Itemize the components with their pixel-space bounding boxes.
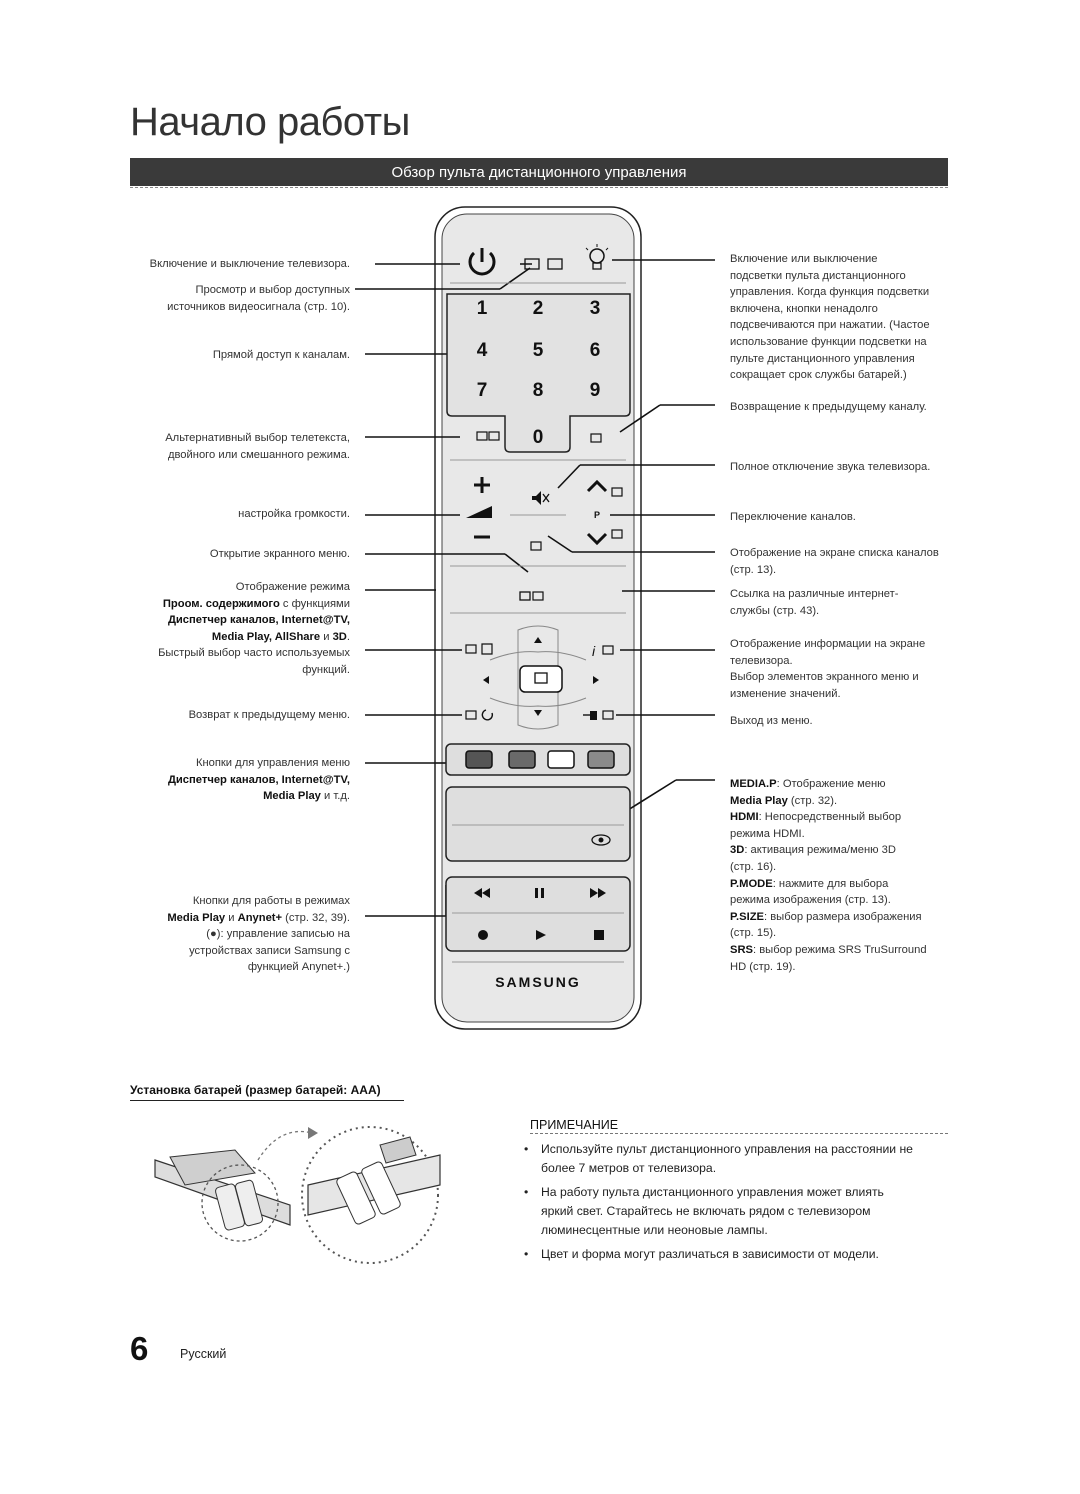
label-light: Включение или выключение подсветки пульт… (730, 253, 930, 382)
digit-2-button[interactable]: 2 (533, 298, 544, 319)
svg-text:i: i (592, 643, 596, 659)
note-item: • Используйте пульт дистанционного управ… (524, 1142, 913, 1175)
internet-small-icon (611, 487, 623, 497)
digit-1-button[interactable]: 1 (477, 298, 488, 319)
menu-icon[interactable] (530, 541, 542, 551)
color-button-c[interactable] (547, 750, 575, 769)
page-language: Русский (180, 1347, 227, 1361)
nav-left-icon[interactable] (483, 676, 489, 684)
rewind-icon[interactable] (474, 888, 490, 898)
nav-ring-lower (489, 697, 587, 707)
color-button-a[interactable] (465, 750, 493, 769)
nav-up-icon[interactable] (534, 637, 542, 643)
page-title: Начало работы (130, 100, 410, 144)
play-icon[interactable] (536, 930, 546, 940)
digit-0-button[interactable]: 0 (533, 427, 544, 448)
page-number: 6 (130, 1330, 149, 1367)
note-divider (530, 1133, 948, 1134)
label-volume: настройка громкости. (238, 508, 350, 520)
label-source: Просмотр и выбор доступных источников ви… (167, 284, 350, 313)
label-channel: Переключение каналов. (730, 511, 856, 523)
source-icon[interactable] (520, 258, 563, 270)
label-exit: Выход из меню. (730, 715, 813, 727)
label-channel-direct: Прямой доступ к каналам. (212, 349, 350, 361)
info-icon[interactable]: i (592, 643, 614, 659)
section-title: Обзор пульта дистанционного управления (130, 158, 948, 186)
color-button-b[interactable] (508, 750, 536, 769)
volume-up-icon[interactable] (474, 477, 490, 493)
label-content-mode: Отображение режима Проом. содержимого с … (158, 581, 350, 676)
digit-5-button[interactable]: 5 (533, 340, 544, 361)
digit-6-button[interactable]: 6 (590, 340, 601, 361)
label-channel-list: Отображение на экране списка каналов (ст… (730, 547, 939, 576)
chlist-small-icon[interactable] (611, 529, 623, 539)
label-internet: Ссылка на различные интернет- службы (ст… (730, 588, 899, 617)
digit-3-button[interactable]: 3 (590, 298, 601, 319)
digit-7-button[interactable]: 7 (477, 380, 488, 401)
srs-icon[interactable] (591, 834, 611, 846)
stop-icon[interactable] (594, 930, 604, 940)
remote-diagram: 1 2 3 4 5 6 7 8 9 0 P (355, 206, 715, 1030)
nav-ring (517, 625, 559, 730)
channel-up-icon[interactable] (586, 479, 608, 493)
number-pad (446, 293, 631, 453)
note-heading: ПРИМЕЧАНИЕ (530, 1118, 619, 1132)
brand-logo: SAMSUNG (495, 974, 581, 990)
light-icon[interactable] (585, 244, 609, 270)
battery-title-underline (130, 1100, 404, 1101)
digit-8-button[interactable]: 8 (533, 380, 544, 401)
digit-9-button[interactable]: 9 (590, 380, 601, 401)
prech-icon[interactable] (590, 433, 602, 443)
exit-icon[interactable] (583, 710, 614, 720)
channel-label: P (594, 510, 600, 520)
pause-icon[interactable] (535, 888, 544, 898)
label-mute: Полное отключение звука телевизора. (730, 461, 931, 473)
label-return: Возврат к предыдущему меню. (188, 709, 350, 721)
function-button-block[interactable] (445, 786, 631, 862)
label-teletext: Альтернативный выбор телетекста, двойног… (165, 432, 350, 461)
channel-down-icon[interactable] (586, 532, 608, 546)
volume-icon (466, 506, 492, 518)
enter-icon (534, 672, 548, 684)
label-prech: Возвращение к предыдущему каналу. (730, 401, 927, 413)
note-item: • На работу пульта дистанционного управл… (524, 1185, 884, 1237)
color-button-d[interactable] (587, 750, 615, 769)
label-power: Включение и выключение телевизора. (149, 258, 350, 270)
label-color-buttons: Кнопки для управления меню Диспетчер кан… (167, 757, 350, 803)
record-icon[interactable] (478, 930, 488, 940)
battery-title: Установка батарей (размер батарей: AAA) (130, 1083, 381, 1097)
mute-icon[interactable] (532, 491, 550, 505)
battery-illustration (154, 1126, 441, 1264)
label-info: Отображение информации на экране телевиз… (730, 638, 926, 700)
fast-forward-icon[interactable] (590, 888, 606, 898)
nav-right-icon[interactable] (593, 676, 599, 684)
label-playback: Кнопки для работы в режимах Media Play и… (167, 895, 350, 974)
nav-down-icon[interactable] (534, 710, 542, 716)
content-icon[interactable] (519, 591, 544, 601)
callout-lines (355, 259, 715, 917)
nav-ring-upper (489, 651, 587, 661)
digit-4-button[interactable]: 4 (477, 340, 488, 361)
ttx-mix-icon[interactable] (476, 431, 500, 441)
label-menu: Открытие экранного меню. (209, 548, 350, 560)
label-function-buttons: MEDIA.P: Отображение меню Media Play (ст… (730, 778, 927, 973)
playback-button-block (445, 876, 631, 952)
enter-button[interactable] (519, 665, 563, 693)
note-item: • Цвет и форма могут различаться в завис… (524, 1247, 879, 1261)
tools-icon[interactable] (465, 643, 493, 655)
return-icon[interactable] (465, 709, 494, 721)
section-divider (130, 187, 948, 188)
power-icon[interactable] (468, 248, 496, 276)
